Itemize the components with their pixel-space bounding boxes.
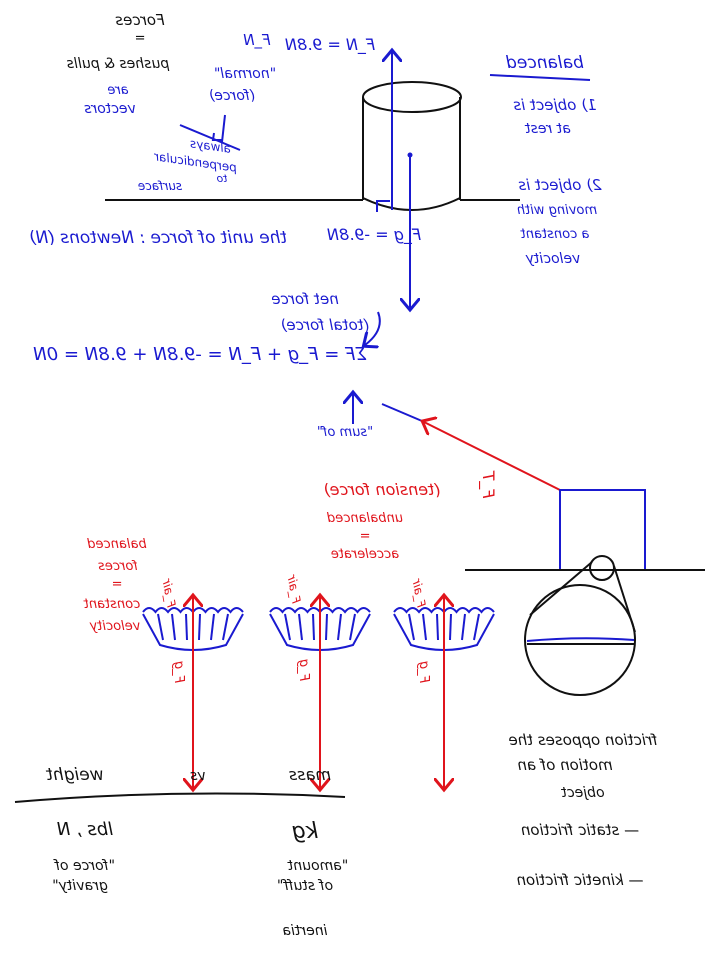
falling-object-2 [269, 597, 371, 788]
forces-equals: = [135, 31, 146, 46]
kinetic-friction: — kinetic friction [516, 871, 643, 889]
balanced-item-2c: a constant [520, 227, 590, 242]
falling-objects [142, 597, 495, 788]
notes: Forces = pushes & pulls are vectors F_N "norma… [29, 11, 658, 939]
perp-always: always [189, 136, 232, 156]
fair-label-2: F_air [284, 573, 303, 605]
force-label: (force) [209, 88, 255, 104]
bf-velocity: velocity [89, 619, 140, 634]
vs-label: vs [190, 768, 206, 784]
fg-label-2: F_g [296, 659, 311, 681]
fg-label-1: F_g [171, 661, 186, 683]
net-force: net force [271, 290, 339, 308]
forces-def: pushes & pulls [67, 56, 170, 72]
friction-line-1: friction opposes the [508, 731, 657, 749]
fn-label: F_N [243, 31, 270, 50]
weight-desc-2: gravity" [52, 878, 108, 894]
mass-desc-2: of stuff" [277, 878, 333, 894]
bf-balanced: balanced [87, 537, 147, 552]
net-force-pointer [365, 311, 381, 345]
balanced-underline [489, 74, 591, 81]
balanced-item-2d: velocity [525, 251, 580, 267]
perp-surface: surface [138, 179, 182, 193]
forces-are: are [107, 83, 128, 98]
forces-vectors: vectors [84, 101, 136, 117]
falling-object-3 [393, 597, 495, 788]
total-force: (total force) [281, 316, 370, 334]
table-divider [14, 792, 346, 803]
right-angle-mark [376, 200, 390, 212]
net-force-equation: ΣF = F_g + F_N = -9.8N + 9.8N = 0N [33, 344, 367, 365]
fg-label-3: F_g [416, 661, 431, 683]
balanced-item-1: 1) object is [513, 96, 596, 114]
balanced-item-1b: at rest [525, 121, 571, 137]
friction-line-2: motion of an [517, 756, 612, 774]
box [559, 489, 646, 571]
fair-label-3: F_air [409, 577, 428, 609]
weight-heading: weight [45, 765, 104, 785]
mass-heading: mass [289, 765, 331, 784]
mass-unit: kg [292, 819, 319, 844]
fg-value: F_g = -9.8N [327, 225, 421, 245]
fn-value: F_N = 9.8N [285, 35, 375, 55]
perp-to: to [216, 172, 227, 185]
static-friction: — static friction [521, 821, 639, 839]
tension-arrow [424, 422, 561, 491]
inertia-label: inertia [282, 923, 327, 939]
fair-label-1: F_air [159, 577, 178, 609]
cylinder [362, 81, 462, 211]
normal-label: "normal" [214, 66, 276, 82]
tension-force: (tension force) [323, 480, 440, 499]
bf-constant: constant [83, 597, 140, 612]
unit-note: the unit of force : Newtons (N) [29, 228, 287, 248]
weight-unit: lbs , N [57, 819, 113, 840]
balanced-item-2: 2) object is [518, 176, 601, 194]
mass-desc-1: "amount [287, 858, 348, 874]
unbalanced: unbalanced [326, 511, 403, 526]
balanced-title: balanced [506, 53, 584, 73]
bf-eq: = [112, 577, 123, 592]
weight-desc-1: "force of [53, 858, 115, 874]
balanced-item-2b: moving with [517, 203, 597, 218]
magnifier [524, 555, 636, 696]
falling-object-1 [142, 597, 244, 788]
ft-label: F_T [478, 470, 498, 498]
friction-line-3: object [561, 785, 605, 801]
rope-blue [381, 403, 423, 422]
bf-forces: forces [98, 559, 138, 574]
forces-title: Forces [115, 11, 164, 29]
unbalanced-eq: = [360, 529, 371, 544]
sum-of: "sum of" [317, 425, 373, 440]
accelerate: accelerate [331, 547, 399, 562]
perpendicular-symbol [179, 114, 241, 151]
